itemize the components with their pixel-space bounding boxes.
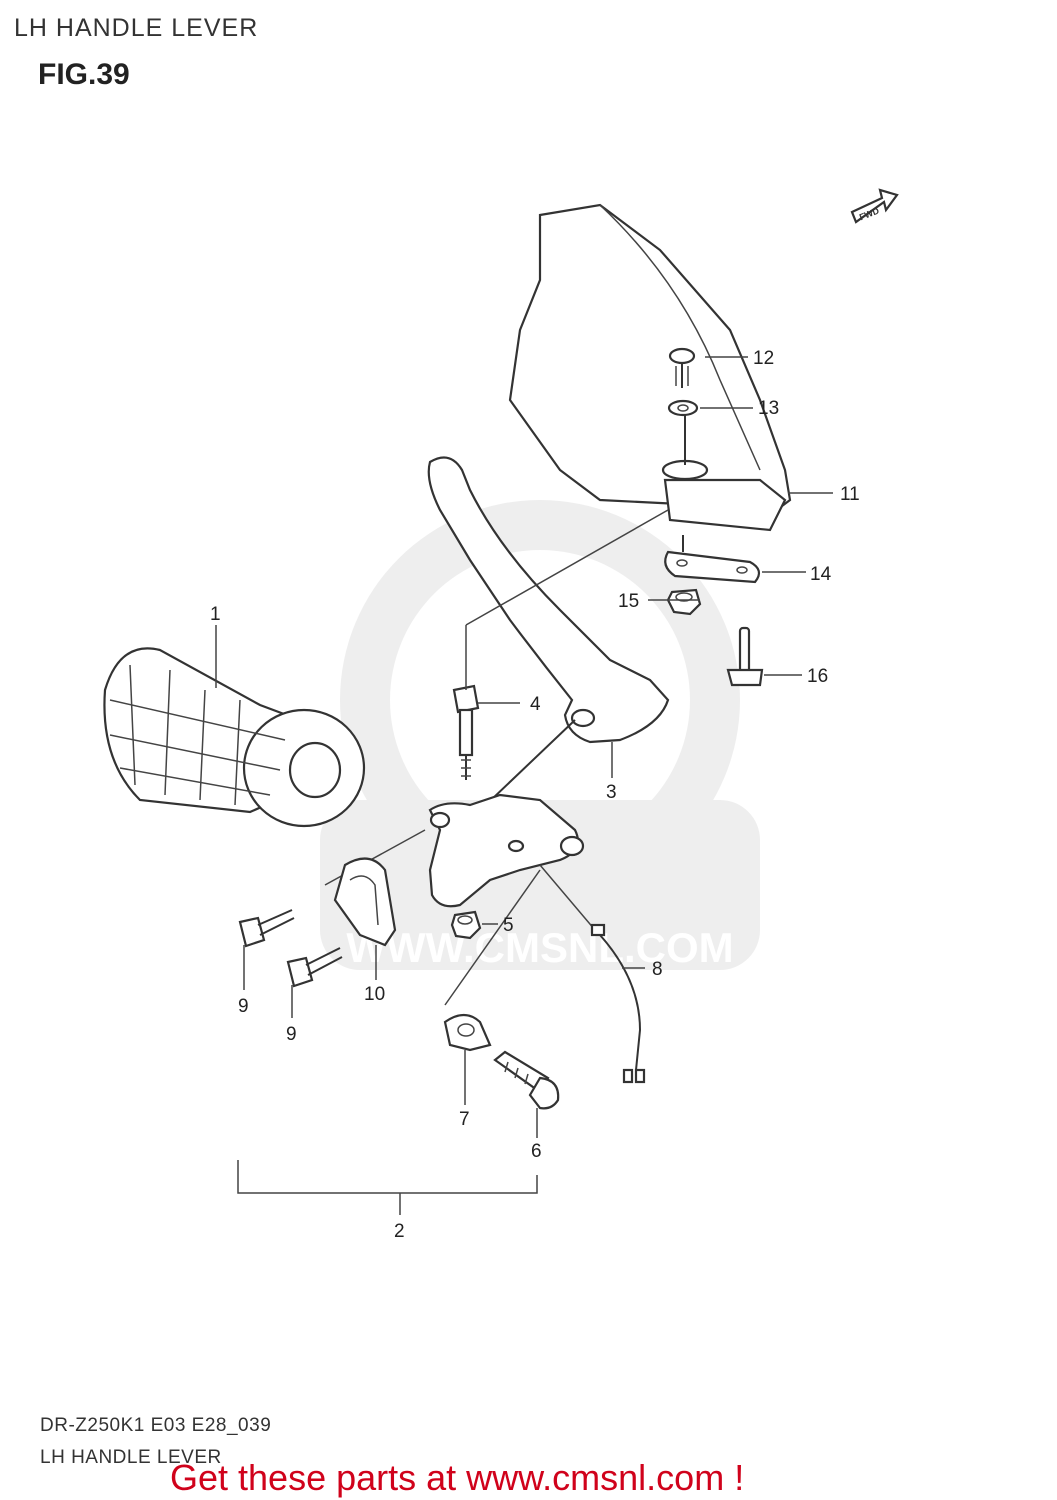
fwd-arrow-icon: FWD [850,188,899,224]
leader-lines [215,356,833,1215]
part-2-lever-bracket [324,793,585,1006]
callout-3: 3 [606,782,617,803]
callout-14: 14 [810,564,832,585]
callout-13: 13 [758,398,779,419]
callout-9a: 9 [238,996,249,1017]
callout-15: 15 [618,591,639,612]
footer-title: LH HANDLE LEVER [40,1447,222,1468]
part-10-clamp [333,857,397,947]
part-8-switch-wire [539,864,646,1084]
callout-numbers: 1 2 3 4 5 6 7 8 9 9 10 11 12 13 14 15 16 [210,348,860,1242]
part-14-plate [664,535,761,584]
callout-9b: 9 [286,1024,297,1045]
callout-6: 6 [531,1141,542,1162]
part-6-adjuster-bolt [493,1050,560,1110]
callout-1: 1 [210,604,221,625]
watermark-text: WWW.CMSNL.COM [346,924,733,971]
figure-label: FIG.39 [38,58,130,91]
callout-4: 4 [530,694,541,715]
promo-link[interactable]: Get these parts at www.cmsnl.com ! [170,1457,745,1498]
part-9-bolt-lower [286,947,343,988]
callout-2: 2 [394,1221,405,1242]
part-9-bolt-upper [238,909,295,948]
part-5-nut [450,910,482,940]
watermark-logo: WWW.CMSNL.COM [320,500,760,971]
part-16-bolt [726,626,764,687]
callout-5: 5 [503,915,514,936]
diagram-code: DR-Z250K1 E03 E28_039 [40,1415,272,1436]
part-13-washer [667,399,699,417]
part-7-adjuster-nut [443,1013,492,1052]
page-title: LH HANDLE LEVER [14,14,259,42]
part-12-screw [668,347,696,388]
callout-8: 8 [652,959,663,980]
part-11-hand-guard [508,203,792,532]
callout-12: 12 [753,348,774,369]
callout-16: 16 [807,666,828,687]
part-4-pivot-bolt [452,509,669,780]
callout-7: 7 [459,1109,470,1130]
part-1-grip [103,647,366,828]
callout-11: 11 [840,484,860,505]
callout-10: 10 [364,984,385,1005]
